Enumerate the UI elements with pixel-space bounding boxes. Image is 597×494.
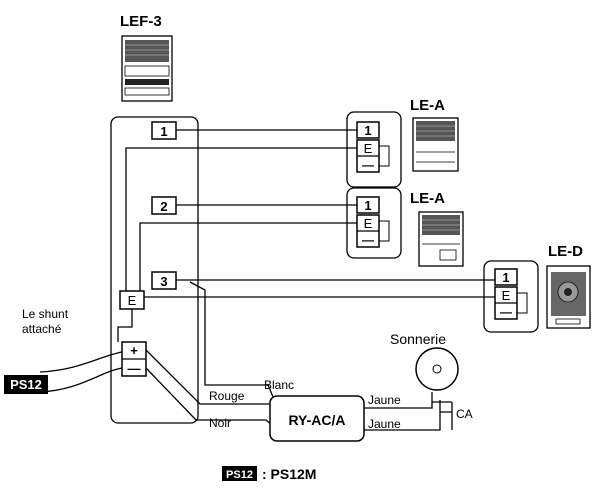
station1-terminal-board: 1 E — [346,111,402,188]
master-title: LEF-3 [120,13,162,30]
footnote-badge-bg [222,466,257,481]
svg-text:1: 1 [364,198,371,213]
svg-text:PS12: PS12 [10,377,42,392]
svg-text:1: 1 [160,124,167,139]
master-terminal-1: 1 [151,121,177,140]
master-terminal-3: 3 [151,271,177,290]
station3-title: LE-D [548,243,583,260]
label-noir: Noir [209,416,231,430]
station1-unit-image [412,117,459,172]
master-terminal-2: 2 [151,196,177,215]
label-blanc: Blanc [264,378,294,392]
relay-box: RY-AC/A [269,395,365,442]
label-jaune-top: Jaune [368,393,401,407]
footnote: PS12 : PS12M [222,466,316,482]
label-sonnerie: Sonnerie [390,331,446,347]
label-jaune-bottom: Jaune [368,417,401,431]
shunt-label-line2: attaché [22,322,62,336]
svg-text:E: E [364,216,373,231]
label-ca: CA [456,407,473,421]
station2-unit-image [418,211,464,267]
footnote-text: : PS12M [262,466,316,482]
power-badge: PS12 [4,375,48,394]
bell-icon [415,347,459,391]
svg-text:2: 2 [160,199,167,214]
footnote-badge: PS12 [226,469,253,481]
wiring [39,129,495,431]
shunt-label-line1: Le shunt [22,307,69,321]
station3-terminal-board: 1 E — [483,260,539,333]
master-terminal-e: E [119,290,145,310]
station2-terminal-board: 1 E — [346,187,402,259]
svg-text:3: 3 [160,274,167,289]
svg-text:—: — [362,233,374,247]
svg-text:+: + [130,343,138,358]
svg-text:RY-AC/A: RY-AC/A [288,412,345,428]
station3-unit-image [546,265,591,329]
svg-text:1: 1 [502,270,509,285]
master-unit-image [121,35,173,102]
svg-text:1: 1 [364,123,371,138]
station2-title: LE-A [410,190,445,207]
label-rouge: Rouge [209,389,245,403]
svg-text:E: E [364,141,373,156]
svg-text:—: — [500,305,512,319]
svg-text:E: E [128,293,137,308]
master-terminal-power: + — [121,341,147,377]
svg-text:—: — [128,361,141,376]
svg-text:—: — [362,158,374,172]
master-terminal-board [110,116,199,424]
svg-text:E: E [502,288,511,303]
station1-title: LE-A [410,97,445,114]
